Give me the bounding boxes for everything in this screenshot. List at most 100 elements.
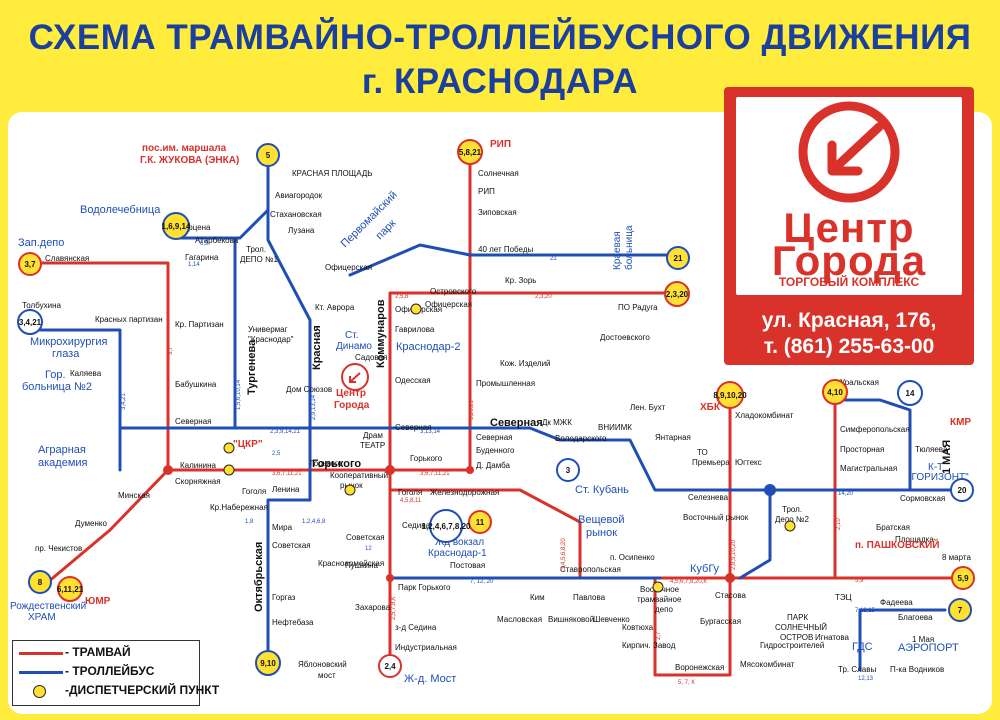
transfer-node-gorkogo[interactable] [385,465,395,475]
station-z-sedina: з-д Седина [395,623,437,632]
transfer-node-damba[interactable] [466,466,474,474]
terminal-5-9[interactable]: 5,9 [951,566,975,590]
legend: - ТРАМВАЙ - ТРОЛЛЕЙБУС -ДИСПЕТЧЕРСКИЙ ПУ… [12,640,219,706]
advert-panel[interactable]: Центр Города ТОРГОВЫЙ КОМПЛЕКС ул. Красн… [724,87,974,365]
terminal-11[interactable]: 11 [468,510,492,534]
street-pervomaysky-2: парк [374,217,399,242]
street-kraevaya-2: больница [623,225,635,270]
legend-row-trolleybus: - ТРОЛЛЕЙБУС [19,664,197,680]
transfer-node-kalinina[interactable] [163,465,173,475]
route-6-9: 6,9 [200,241,209,247]
terminal-7[interactable]: 7 [948,598,972,622]
station-dk-mzhk: Дк МЖК [542,418,572,427]
route-12-13: 12,13 [858,676,874,682]
station-dumenko: Думенко [75,519,107,528]
station-misokombinat: Мясокомбинат [740,660,795,669]
place-kubgu: КубГу [690,563,720,575]
route-2-7: 2,7 [656,631,662,640]
dispatch-points [223,303,796,593]
station-pr-chekistov: пр. Чекистов [35,544,82,553]
place-tskr: "ЦКР" [233,439,263,450]
place-rozhd-1: Рождественский [10,601,86,612]
place-veshchevoy-2: рынок [586,527,617,539]
transfer-node-selezneva[interactable] [764,484,776,496]
station-kalinina: Калинина [180,461,217,470]
terminal-5[interactable]: 5 [256,143,280,167]
station-pushkina: Пушкина [345,561,379,570]
terminal-14[interactable]: 14 [897,380,923,406]
terminal-8[interactable]: 8 [28,570,52,594]
terminal-3-7[interactable]: 3,7 [18,252,42,276]
legend-row-tram: - ТРАМВАЙ [19,645,197,661]
station-kalyaeva: Каляева [70,369,102,378]
terminal-1-6-9-14[interactable]: 1,6,9,14 [162,212,191,240]
transfer-node-postovaya[interactable] [386,574,394,582]
station-aviagorodok: Авиагородок [275,191,323,200]
terminal-1-2-4-6-7-8-20[interactable]: 1,2,4,6,7,8,20 [422,509,471,543]
station-gogolya-2: Гоголя [398,488,422,497]
terminal-3-4-21[interactable]: 3,4,21 [17,309,43,335]
transfer-node-kubgu[interactable] [725,573,735,583]
station-univermag-1: Универмаг [248,325,288,334]
station-odesskaya: Одесская [395,376,431,385]
station-drama-2: ТЕАТР [360,441,385,450]
svg-text:3,7: 3,7 [24,260,36,269]
station-dostoevskogo: Достоевского [600,333,650,342]
terminal-6-11-21[interactable]: 6,11,21 [57,576,84,602]
station-magistralnaya: Магистральная [840,464,897,473]
place-zhd-vokzal-2: Краснодар-1 [428,548,487,559]
station-yantarnaya: Янтарная [655,433,691,442]
station-stavropolskaya: Ставропольская [560,565,621,574]
terminal-8-9-10-20[interactable]: 8,9,10,20 [713,381,747,409]
svg-text:4,10: 4,10 [827,388,843,397]
terminal-4-10[interactable]: 4,10 [822,379,848,405]
station-trol-depo2-1: Трол. [782,505,802,514]
terminal-5-8-21[interactable]: 5,8,21 [457,139,483,165]
svg-text:2,4: 2,4 [384,662,396,671]
route-3-20-21: 3,20,21 [469,399,475,420]
station-gorgaz: Горгаз [272,593,296,602]
place-ct-dinamo-1: Ст. [345,330,358,341]
route-3-4-5-8-20: 3,4,5,6,8,20 [561,538,567,570]
station-volodarskogo: Володарского [555,434,607,443]
route-3-7: 3,7 [168,346,174,355]
advert-subtitle: ТОРГОВЫЙ КОМПЛЕКС [778,275,920,289]
station-budennogo: Буденного [476,446,515,455]
terminal-21[interactable]: 21 [666,246,690,270]
transfer-nodes [163,465,776,583]
terminal-20[interactable]: 20 [950,478,974,502]
route-3-6-7-11-21: 3,6,7,11,21 [272,471,302,477]
svg-text:11: 11 [476,518,485,527]
terminal-3[interactable]: 3 [556,458,580,482]
station-vostochny-depo-3: депо [655,605,673,614]
station-trol-depo1-1: Трол. [246,245,266,254]
terminal-9-10[interactable]: 9,10 [255,650,281,676]
dispatch-point-icon [344,484,356,496]
svg-text:8: 8 [38,578,43,587]
terminal-2-4[interactable]: 2,4 [378,654,402,678]
place-agrarnaya-1: Аграрная [38,444,86,456]
station-ploshchadka: Площадка [895,535,934,544]
station-fadeeva: Фадеева [880,598,913,607]
station-shevchenko: Шевченко [593,615,630,624]
route-1-14: 1,14 [188,262,200,268]
place-park-3: ОСТРОВ [780,633,813,642]
place-p-pashkovsky: п. ПАШКОВСКИЙ [855,538,939,551]
station-tyulyaeva: Тюляева [915,445,948,454]
terminal-2-3-20[interactable]: 2,3,20 [664,281,690,307]
station-vishnyakovoy: Вишняковой [548,615,594,624]
station-univermag-2: "Краснодар" [248,335,294,344]
trolleybus-lines [38,163,962,672]
tram-line-southwest-yumr [46,468,170,584]
dispatch-point-icon [223,464,235,476]
station-gavrilova: Гаврилова [395,325,435,334]
place-gor-bolnitsa-1: Гор. [45,369,66,381]
station-industrialnaya: Индустриальная [395,643,457,652]
svg-text:8,9,10,20: 8,9,10,20 [713,391,747,400]
map-logo-2: Города [334,400,370,411]
terminals: 5 1,6,9,14 3,7 3,4,21 5,8,21 2,3,20 [17,139,975,678]
legend-trolleybus-label: - ТРОЛЛЕЙБУС [65,664,155,678]
place-veshchevoy-1: Вещевой [578,514,624,526]
trolley-line-krasnaya [266,163,312,662]
